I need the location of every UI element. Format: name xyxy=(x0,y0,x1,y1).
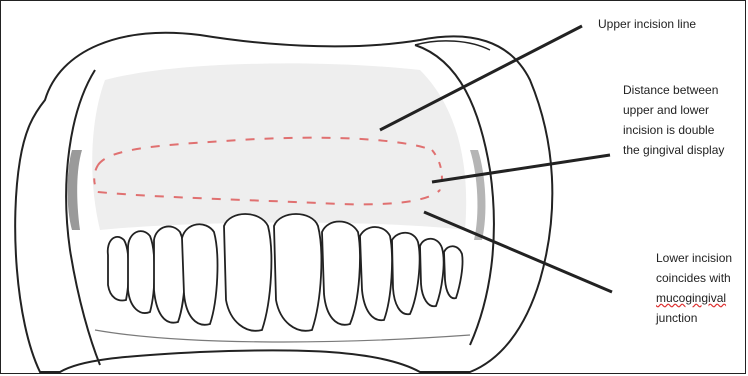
tooth xyxy=(274,214,321,331)
label-upper-incision: Upper incision line xyxy=(598,14,696,34)
tooth xyxy=(128,231,155,313)
tooth xyxy=(360,227,392,320)
tooth xyxy=(108,237,129,301)
tooth xyxy=(420,239,444,307)
tooth xyxy=(444,246,463,298)
right-shadow xyxy=(470,150,485,240)
left-shadow xyxy=(68,150,83,230)
teeth xyxy=(108,214,463,331)
label-distance: Distance between upper and lower incisio… xyxy=(623,80,724,160)
label-lower-incision: Lower incision coincides with mucogingiv… xyxy=(656,248,732,328)
lower-lip-inner xyxy=(95,330,470,342)
gingiva-shading xyxy=(92,63,466,230)
tooth xyxy=(392,233,420,314)
tooth xyxy=(322,222,360,325)
tooth xyxy=(154,226,185,322)
tooth xyxy=(182,224,217,324)
tooth xyxy=(224,214,271,331)
